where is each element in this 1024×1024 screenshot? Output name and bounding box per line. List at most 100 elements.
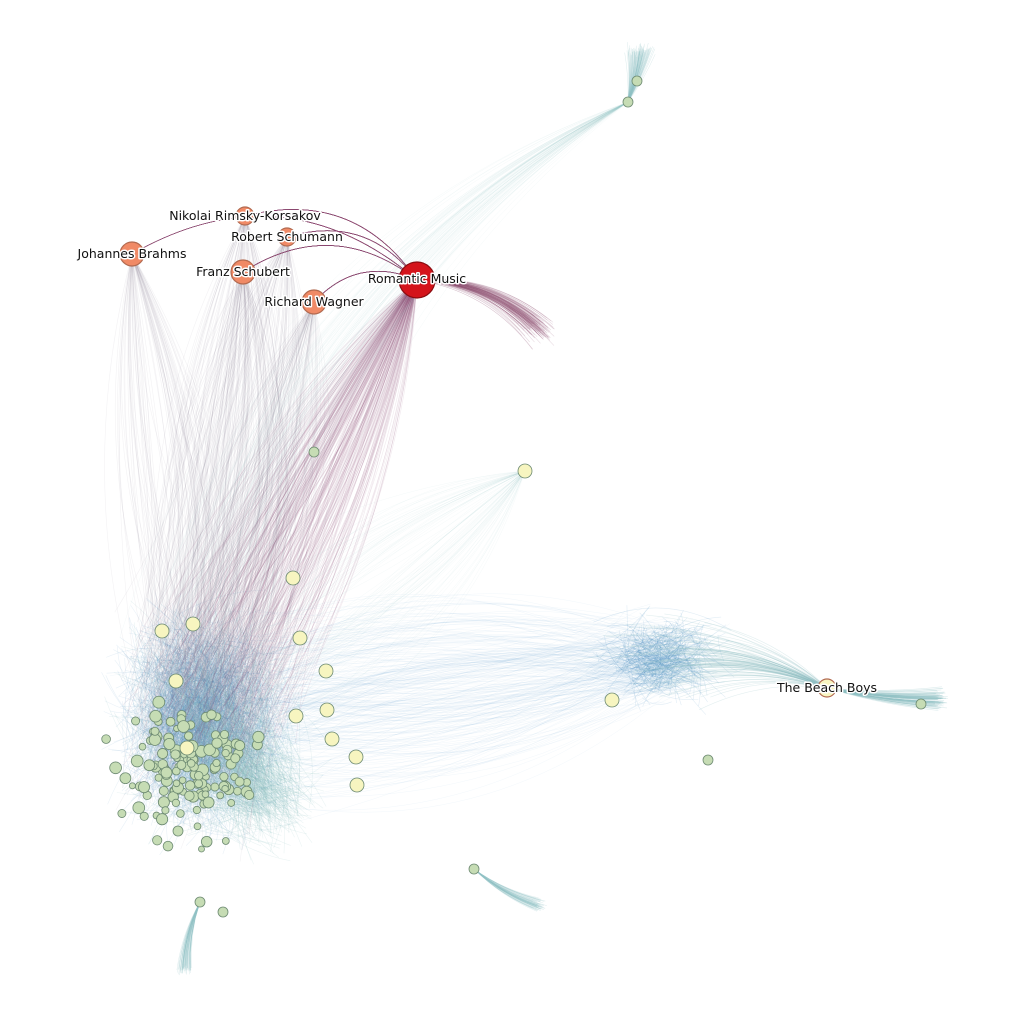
hub-node — [285, 570, 301, 586]
node-the-beach-boys — [817, 678, 837, 698]
hub-node — [604, 692, 620, 708]
small-node — [128, 782, 136, 790]
small-node — [171, 798, 181, 808]
satellite-node — [622, 96, 634, 108]
small-node — [119, 772, 132, 785]
small-node — [184, 780, 196, 791]
small-node — [230, 753, 241, 764]
small-node — [139, 811, 149, 821]
small-node — [176, 809, 185, 818]
small-node — [138, 742, 147, 751]
small-node — [202, 796, 215, 809]
hub-node — [154, 623, 170, 639]
small-node — [178, 776, 187, 784]
node-nikolai-rimsky-korsakov — [235, 206, 255, 226]
small-node — [138, 781, 150, 794]
node-label-romantic-music: Romantic Music — [368, 271, 466, 286]
satellite-node — [631, 75, 643, 87]
small-node — [194, 779, 204, 789]
satellite-node — [217, 906, 229, 918]
small-node — [162, 840, 174, 852]
small-node — [219, 772, 229, 782]
small-node — [150, 726, 160, 736]
node-label-nikolai-rimsky-korsakov: Nikolai Rimsky-Korsakov — [169, 208, 321, 223]
small-node — [161, 806, 170, 815]
small-node — [200, 835, 213, 848]
node-johannes-brahms — [119, 241, 145, 267]
small-node — [158, 785, 169, 796]
small-node — [211, 737, 223, 749]
small-node — [152, 835, 163, 846]
small-node — [210, 782, 220, 792]
small-node — [203, 743, 216, 757]
small-node — [101, 734, 111, 744]
small-node — [186, 759, 196, 768]
small-node — [198, 845, 205, 853]
node-label-johannes-brahms: Johannes Brahms — [77, 246, 187, 261]
satellite-node — [468, 863, 480, 875]
small-node — [184, 731, 194, 741]
small-node — [131, 716, 141, 726]
small-node — [152, 695, 166, 709]
label-layer: Romantic Music Johannes Brahms Nikolai R… — [75, 207, 879, 697]
small-node — [163, 737, 176, 751]
small-node — [176, 760, 187, 770]
node-label-robert-schumann: Robert Schumann — [231, 229, 343, 244]
small-node — [206, 709, 217, 720]
node-romantic-music — [398, 261, 436, 299]
hub-node — [349, 777, 365, 793]
small-node — [234, 740, 246, 751]
hub-node — [319, 702, 335, 718]
small-node — [130, 754, 144, 768]
small-node — [109, 761, 122, 775]
small-node — [160, 766, 173, 779]
node-richard-wagner — [301, 289, 327, 315]
hub-node — [168, 673, 184, 689]
node-label-franz-schubert: Franz Schubert — [196, 264, 290, 279]
hub-node — [185, 616, 201, 632]
small-node — [157, 748, 169, 759]
small-node — [172, 766, 181, 776]
small-node — [177, 720, 190, 733]
satellite-node — [194, 896, 206, 908]
hub-node — [292, 630, 308, 646]
small-node — [244, 789, 255, 801]
small-node — [194, 771, 204, 781]
node-label-the-beach-boys: The Beach Boys — [776, 680, 877, 695]
hub-node — [318, 663, 334, 679]
node-franz-schubert — [230, 259, 256, 285]
satellite-node — [172, 825, 184, 837]
satellite-node — [915, 698, 927, 710]
small-node — [156, 813, 169, 826]
small-node — [227, 798, 236, 807]
satellite-node — [702, 754, 714, 766]
node-robert-schumann — [277, 227, 297, 247]
small-node — [172, 779, 181, 788]
small-node — [192, 805, 202, 815]
small-node — [252, 730, 265, 744]
hub-node — [348, 749, 364, 765]
small-node — [170, 749, 181, 760]
node-layer — [101, 75, 927, 918]
small-node — [117, 809, 127, 818]
hub-node — [324, 731, 340, 747]
small-node — [234, 776, 245, 787]
small-node — [184, 790, 195, 801]
small-node — [143, 759, 156, 772]
small-node — [165, 716, 176, 727]
hub-node — [288, 708, 304, 724]
small-node — [221, 785, 229, 793]
small-node — [221, 748, 230, 758]
small-node — [233, 786, 242, 796]
small-node — [193, 822, 202, 831]
small-node — [219, 729, 230, 740]
hub-node — [517, 463, 533, 479]
small-node — [221, 837, 230, 845]
small-node — [216, 791, 225, 800]
satellite-node — [308, 446, 320, 458]
small-node — [212, 758, 221, 768]
node-label-richard-wagner: Richard Wagner — [264, 294, 364, 309]
small-node — [132, 801, 146, 814]
